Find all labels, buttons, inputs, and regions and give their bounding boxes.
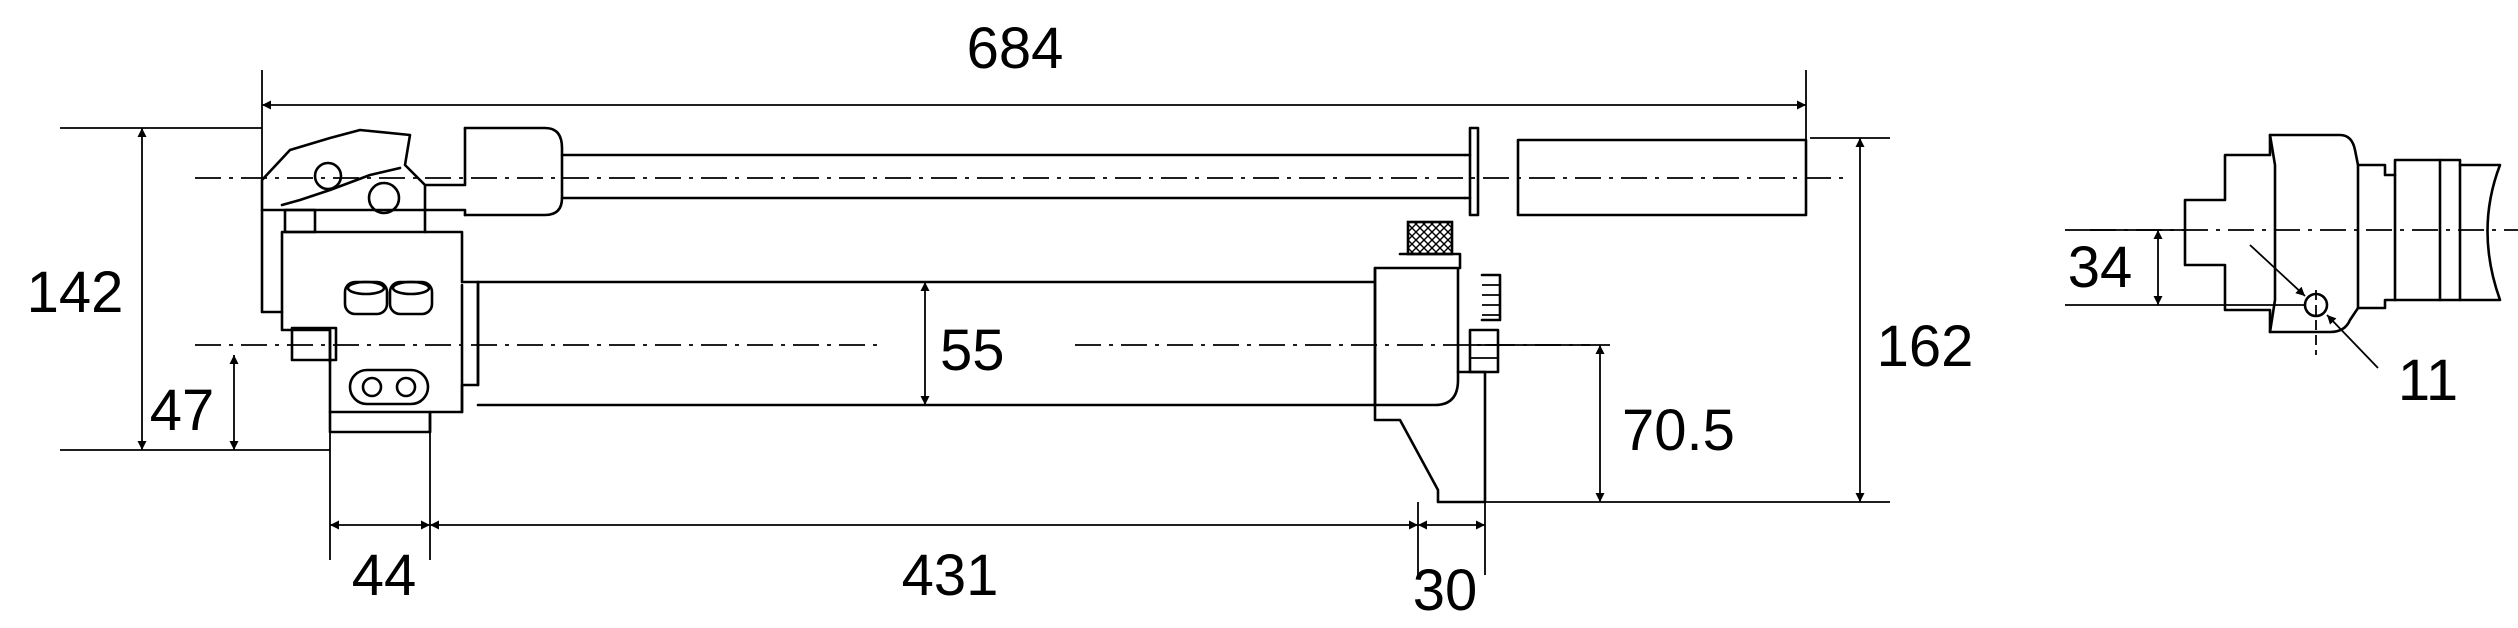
- dim-70-5-label: 70.5: [1622, 398, 1735, 463]
- dimension-lines: [137, 100, 1865, 530]
- dim-47-label: 47: [150, 378, 215, 443]
- detail-view: [2065, 133, 2518, 369]
- dim-55-label: 55: [940, 318, 1005, 383]
- dim-162-label: 162: [1877, 314, 1974, 379]
- dim-11-label: 11: [2398, 348, 2458, 413]
- dim-44-label: 44: [352, 543, 417, 608]
- pump-side-view: [195, 126, 1850, 504]
- dim-30-label: 30: [1413, 558, 1478, 623]
- dim-431-label: 431: [902, 543, 999, 608]
- extension-lines: [60, 70, 1890, 575]
- dim-11-leader-out: [2326, 314, 2379, 369]
- dim-11-leader-in: [2249, 244, 2306, 297]
- dimension-labels: 684 142 47 55 162 70.5 44 431 30 34 11: [27, 16, 2459, 623]
- dim-684-label: 684: [967, 16, 1064, 81]
- dim-34-label: 34: [2068, 235, 2133, 300]
- dim-142-label: 142: [27, 260, 124, 325]
